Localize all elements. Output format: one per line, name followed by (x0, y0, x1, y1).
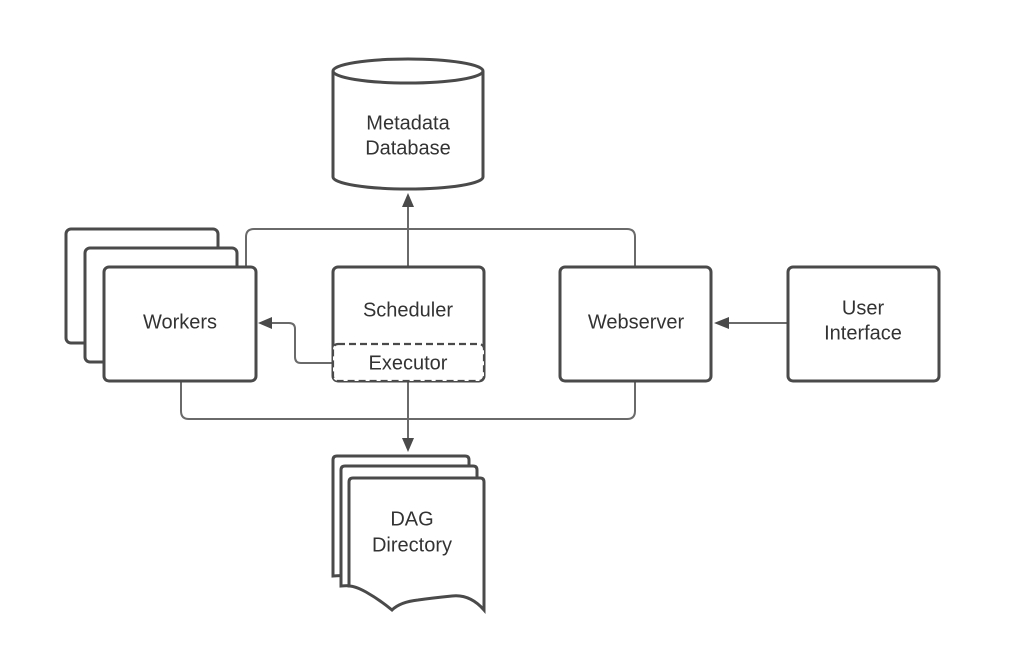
executor-label: Executor (369, 352, 448, 374)
database-cylinder-icon (331, 71, 485, 191)
database-label-line2: Database (365, 137, 451, 159)
workers-stack-front (102, 265, 258, 383)
scheduler-node: Scheduler Executor (331, 265, 486, 383)
user-interface-node: User Interface (786, 265, 941, 383)
dag-document-front (347, 476, 486, 614)
database-cylinder-top (331, 57, 485, 85)
database-label-line1: Metadata (366, 112, 450, 134)
user-interface-label-line2: Interface (824, 322, 902, 344)
metadata-database-node: Metadata Database (331, 57, 485, 191)
workers-node: Workers (64, 227, 258, 383)
webserver-box (558, 265, 713, 383)
webserver-node: Webserver (558, 265, 713, 383)
connectors (180, 193, 787, 452)
dag-label-line2: Directory (372, 534, 452, 556)
dag-arrowhead (402, 438, 414, 452)
user-interface-label-line1: User (842, 297, 885, 319)
scheduler-label: Scheduler (363, 299, 453, 321)
dag-label-line1: DAG (390, 508, 433, 530)
user-interface-box (786, 265, 941, 383)
dag-directory-node: DAG Directory (331, 454, 486, 614)
webserver-arrowhead (714, 317, 729, 329)
database-arrowhead (402, 193, 414, 207)
webserver-label: Webserver (588, 311, 685, 333)
top-bus-line (245, 228, 636, 268)
executor-to-workers-line (270, 322, 333, 364)
workers-label: Workers (143, 311, 217, 333)
workers-arrowhead (258, 317, 272, 329)
executor-box (331, 342, 486, 383)
